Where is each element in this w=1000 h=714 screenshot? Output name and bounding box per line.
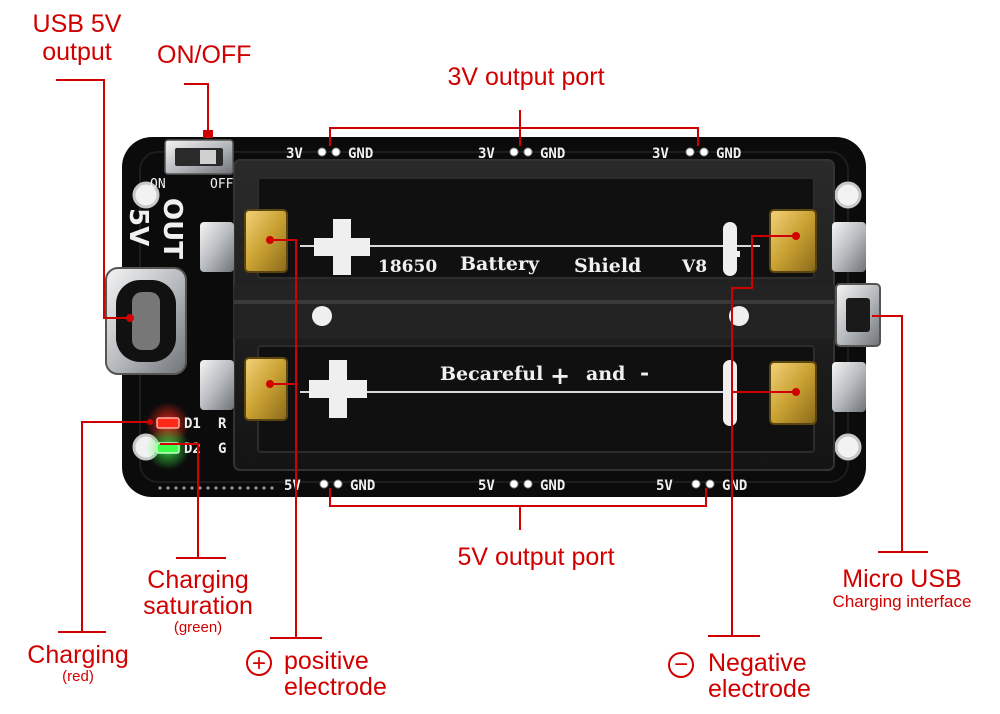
led-indicators: [146, 402, 190, 470]
led2-suffix: G: [218, 441, 226, 457]
callout-positive: + positive electrode: [246, 648, 387, 700]
silk-shield: Shield: [574, 255, 641, 277]
pin-label: GND: [722, 478, 747, 494]
minus-circle-icon: −: [668, 652, 694, 678]
callout-positive-line1: positive: [284, 647, 369, 675]
pin-label: 5V: [478, 478, 495, 494]
via-row: [158, 486, 274, 490]
plus-circle-icon: +: [246, 650, 272, 676]
switch-on-label: ON: [150, 177, 166, 192]
pin-label: GND: [350, 478, 375, 494]
callout-3v-port: 3V output port: [447, 63, 605, 91]
pin-pads: [317, 147, 715, 489]
silk-and: and: [586, 363, 625, 385]
pin-label: 3V: [652, 146, 669, 162]
micro-usb-port: [835, 283, 881, 347]
holder-silk: 18650 Battery Shield V8 Becareful + and …: [378, 253, 707, 390]
pin-labels: 3V GND 3V GND 3V GND 5V GND 5V GND 5V GN…: [284, 146, 747, 494]
pin-label: GND: [348, 146, 373, 162]
pin-label: 5V: [656, 478, 673, 494]
pin-label: GND: [540, 478, 565, 494]
callout-saturation-line2: saturation: [143, 592, 253, 620]
silk-careful: Becareful: [440, 363, 543, 385]
mount-hole: [834, 433, 862, 461]
pin-label: 5V: [284, 478, 301, 494]
callout-onoff: ON/OFF: [157, 41, 252, 69]
callout-micro-usb-line1: Micro USB: [842, 565, 962, 593]
callout-5v-port: 5V output port: [457, 543, 615, 571]
leader-dots: [126, 232, 800, 425]
usb-c-port: [105, 267, 187, 375]
callout-saturation-line1: Charging: [147, 566, 249, 594]
callout-saturation: Charging saturation (green): [143, 567, 253, 637]
on-off-switch: [164, 139, 234, 175]
callout-negative-line1: Negative: [708, 649, 807, 677]
silk-battery: Battery: [460, 253, 540, 275]
silk-plus: +: [550, 361, 570, 390]
callout-negative: − Negative electrode: [668, 650, 811, 702]
callout-charging-line1: Charging: [27, 641, 129, 669]
battery-contacts: [200, 209, 866, 425]
led1-label: D1: [184, 416, 201, 432]
mount-hole: [132, 181, 160, 209]
callout-negative-line2: electrode: [708, 675, 811, 703]
callout-usb-output-line2: output: [42, 38, 112, 66]
pin-label: GND: [716, 146, 741, 162]
callout-usb-output-line1: USB 5V: [32, 10, 122, 38]
silk-code: 18650: [378, 257, 437, 277]
callout-positive-line2: electrode: [284, 673, 387, 701]
callout-usb-output: USB 5V output: [33, 10, 122, 66]
battery-holder: [233, 159, 835, 471]
mount-hole: [834, 181, 862, 209]
led1-suffix: R: [218, 416, 227, 432]
silk-minus: -: [640, 360, 649, 386]
callout-saturation-color: (green): [173, 619, 223, 636]
callout-charging: Charging (red): [27, 642, 128, 686]
pin-label: GND: [540, 146, 565, 162]
callout-micro-usb-line2: Charging interface: [832, 592, 972, 611]
silk-version: V8: [681, 257, 707, 277]
callout-micro-usb: Micro USB Charging interface: [833, 566, 972, 611]
out-5v-silk: OUT 5V: [123, 198, 187, 259]
switch-off-label: OFF: [210, 177, 234, 192]
pin-label: 3V: [286, 146, 303, 162]
volt-label: 5V: [123, 208, 153, 246]
leader-lines: [56, 79, 928, 639]
led-red: [156, 417, 180, 429]
pin-label: 3V: [478, 146, 495, 162]
callout-charging-color: (red): [62, 668, 94, 685]
switch-labels: ON OFF: [150, 177, 234, 192]
out-label: OUT: [157, 198, 187, 259]
